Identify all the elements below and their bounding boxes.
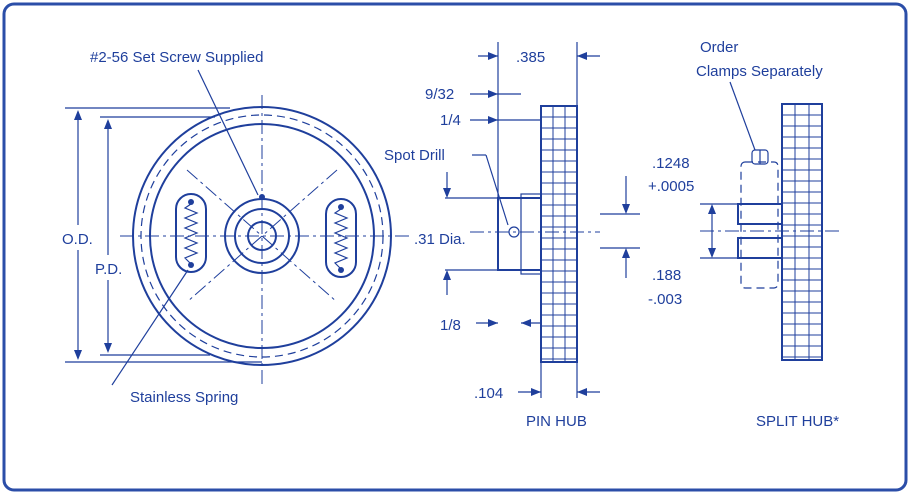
- label-dim-9-32: 9/32: [425, 86, 454, 103]
- hub-outer: [224, 198, 300, 274]
- spring-slot-right: [325, 198, 357, 278]
- label-dim-385: .385: [516, 49, 545, 66]
- label-spot-drill: Spot Drill: [384, 147, 445, 164]
- label-stainless-spring: Stainless Spring: [130, 389, 238, 406]
- label-dim-188: .188: [652, 267, 681, 284]
- label-od: O.D.: [62, 231, 93, 248]
- label-split-hub: SPLIT HUB*: [756, 413, 839, 430]
- pin-hub-side-view: [470, 105, 600, 363]
- label-tol-003: -.003: [648, 291, 682, 308]
- bore: [247, 221, 277, 251]
- label-dim-1-8: 1/8: [440, 317, 461, 334]
- label-dia-31: .31 Dia.: [414, 231, 466, 248]
- spring-slot-left: [175, 193, 207, 273]
- label-dim-1248: .1248: [652, 155, 690, 172]
- split-hub-side-view: [700, 103, 840, 361]
- label-order-clamps-1: Order: [700, 39, 738, 56]
- label-set-screw: #2-56 Set Screw Supplied: [90, 49, 263, 66]
- gear-front-view: [120, 95, 410, 385]
- label-tol-0005: +.0005: [648, 178, 694, 195]
- label-order-clamps-2: Clamps Separately: [696, 63, 823, 80]
- label-pin-hub: PIN HUB: [526, 413, 587, 430]
- label-dim-1-4: 1/4: [440, 112, 461, 129]
- label-pd: P.D.: [95, 261, 122, 278]
- hub-inner: [234, 208, 290, 264]
- label-dim-104: .104: [474, 385, 503, 402]
